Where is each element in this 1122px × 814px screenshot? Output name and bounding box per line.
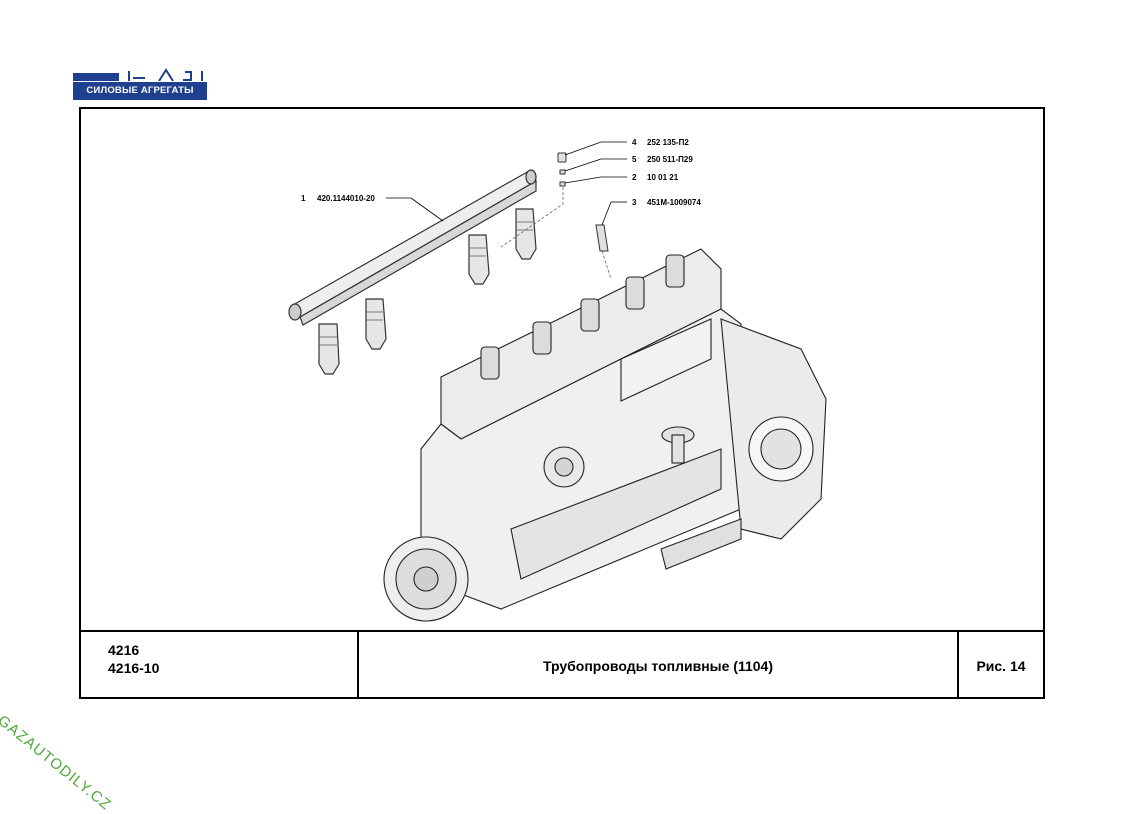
callout-5: 5 250 511-П29 <box>632 155 693 164</box>
engine-drawing: 4 252 135-П2 5 250 511-П29 2 10 01 21 3 … <box>288 138 827 622</box>
fuel-rail-illustration <box>288 169 537 375</box>
drawing-frame: 4 252 135-П2 5 250 511-П29 2 10 01 21 3 … <box>79 107 1045 699</box>
model-variant: 4216-10 <box>108 660 160 676</box>
page-title: Трубопроводы топливные (1104) <box>359 632 959 699</box>
model-number: 4216 <box>108 642 140 658</box>
callout-part-number: 451M-1009074 <box>647 198 701 207</box>
brand-logo: СИЛОВЫЕ АГРЕГАТЫ <box>73 67 207 101</box>
watermark: GAZAUTODILY.CZ <box>0 712 115 814</box>
model-cell: 4216 4216-10 <box>81 632 359 699</box>
callout-number: 5 <box>632 155 637 164</box>
title-block: 4216 4216-10 Трубопроводы топливные (110… <box>81 630 1043 699</box>
callout-1: 1 420.1144010-20 <box>301 194 375 203</box>
logo-wordmark-fragment <box>73 67 207 81</box>
small-parts-illustration <box>557 152 609 252</box>
logo-subtitle: СИЛОВЫЕ АГРЕГАТЫ <box>73 82 207 100</box>
callout-3: 3 451M-1009074 <box>632 198 701 207</box>
engine-block-illustration <box>383 248 827 622</box>
callout-4: 4 252 135-П2 <box>632 138 689 147</box>
callout-part-number: 420.1144010-20 <box>317 194 375 203</box>
callout-part-number: 250 511-П29 <box>647 155 693 164</box>
callout-number: 4 <box>632 138 637 147</box>
callout-2: 2 10 01 21 <box>632 173 679 182</box>
callout-number: 2 <box>632 173 637 182</box>
callout-part-number: 252 135-П2 <box>647 138 689 147</box>
callout-part-number: 10 01 21 <box>647 173 679 182</box>
callout-number: 3 <box>632 198 637 207</box>
callout-number: 1 <box>301 194 306 203</box>
figure-number: Рис. 14 <box>976 657 1026 674</box>
